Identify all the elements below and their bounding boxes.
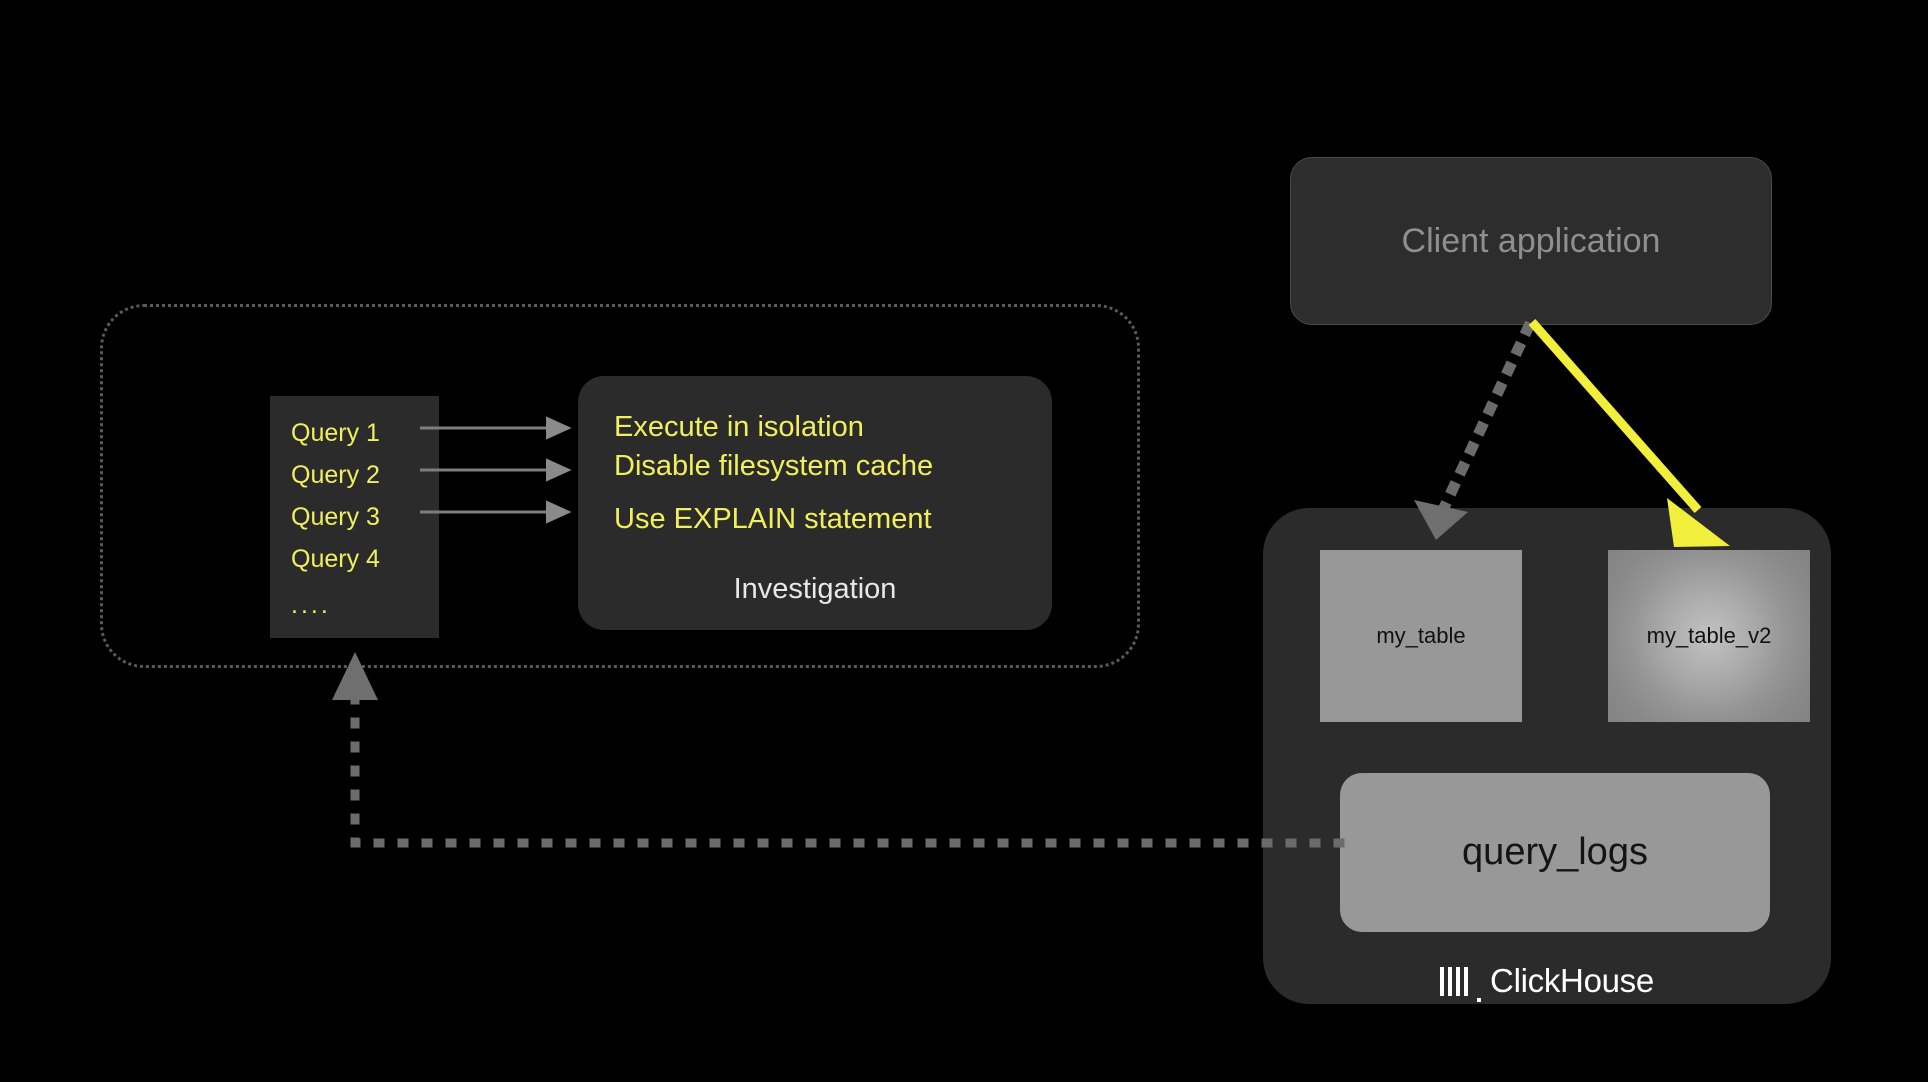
clickhouse-wordmark: ClickHouse [1490, 962, 1654, 999]
list-item: Query 1 [291, 419, 380, 447]
investigation-step: Execute in isolation [614, 411, 864, 443]
table-tile-label: my_table_v2 [1646, 623, 1772, 648]
investigation-title: Investigation [733, 573, 897, 605]
investigation-container [100, 304, 1140, 668]
list-item: Query 2 [291, 461, 380, 489]
list-item: Query 3 [291, 503, 380, 531]
investigation-step: Disable filesystem cache [614, 450, 934, 482]
table-tile-my_table_v2[interactable]: my_table_v2 [1608, 550, 1810, 722]
investigation-panel[interactable]: Execute in isolation Disable filesystem … [578, 376, 1052, 630]
clickhouse-dot-icon [1477, 998, 1482, 1002]
query-logs-box[interactable]: query_logs [1340, 773, 1770, 932]
list-item: Query 4 [291, 545, 380, 573]
investigation-step: Use EXPLAIN statement [614, 503, 932, 535]
clickhouse-logo: ClickHouse [1263, 960, 1831, 1002]
list-item-ellipsis: .... [291, 591, 331, 619]
clickhouse-bars-icon [1440, 966, 1469, 996]
spacer [614, 486, 1052, 500]
query-list-box[interactable]: Query 1 Query 2 Query 3 Query 4 .... [270, 396, 439, 638]
table-tile-label: my_table [1376, 623, 1466, 648]
client-application-label: Client application [1401, 221, 1661, 260]
client-application-box[interactable]: Client application [1290, 157, 1772, 325]
table-tile-my_table[interactable]: my_table [1320, 550, 1522, 722]
query-logs-to-query-list-arrow [332, 652, 1345, 848]
query-logs-label: query_logs [1462, 831, 1648, 873]
